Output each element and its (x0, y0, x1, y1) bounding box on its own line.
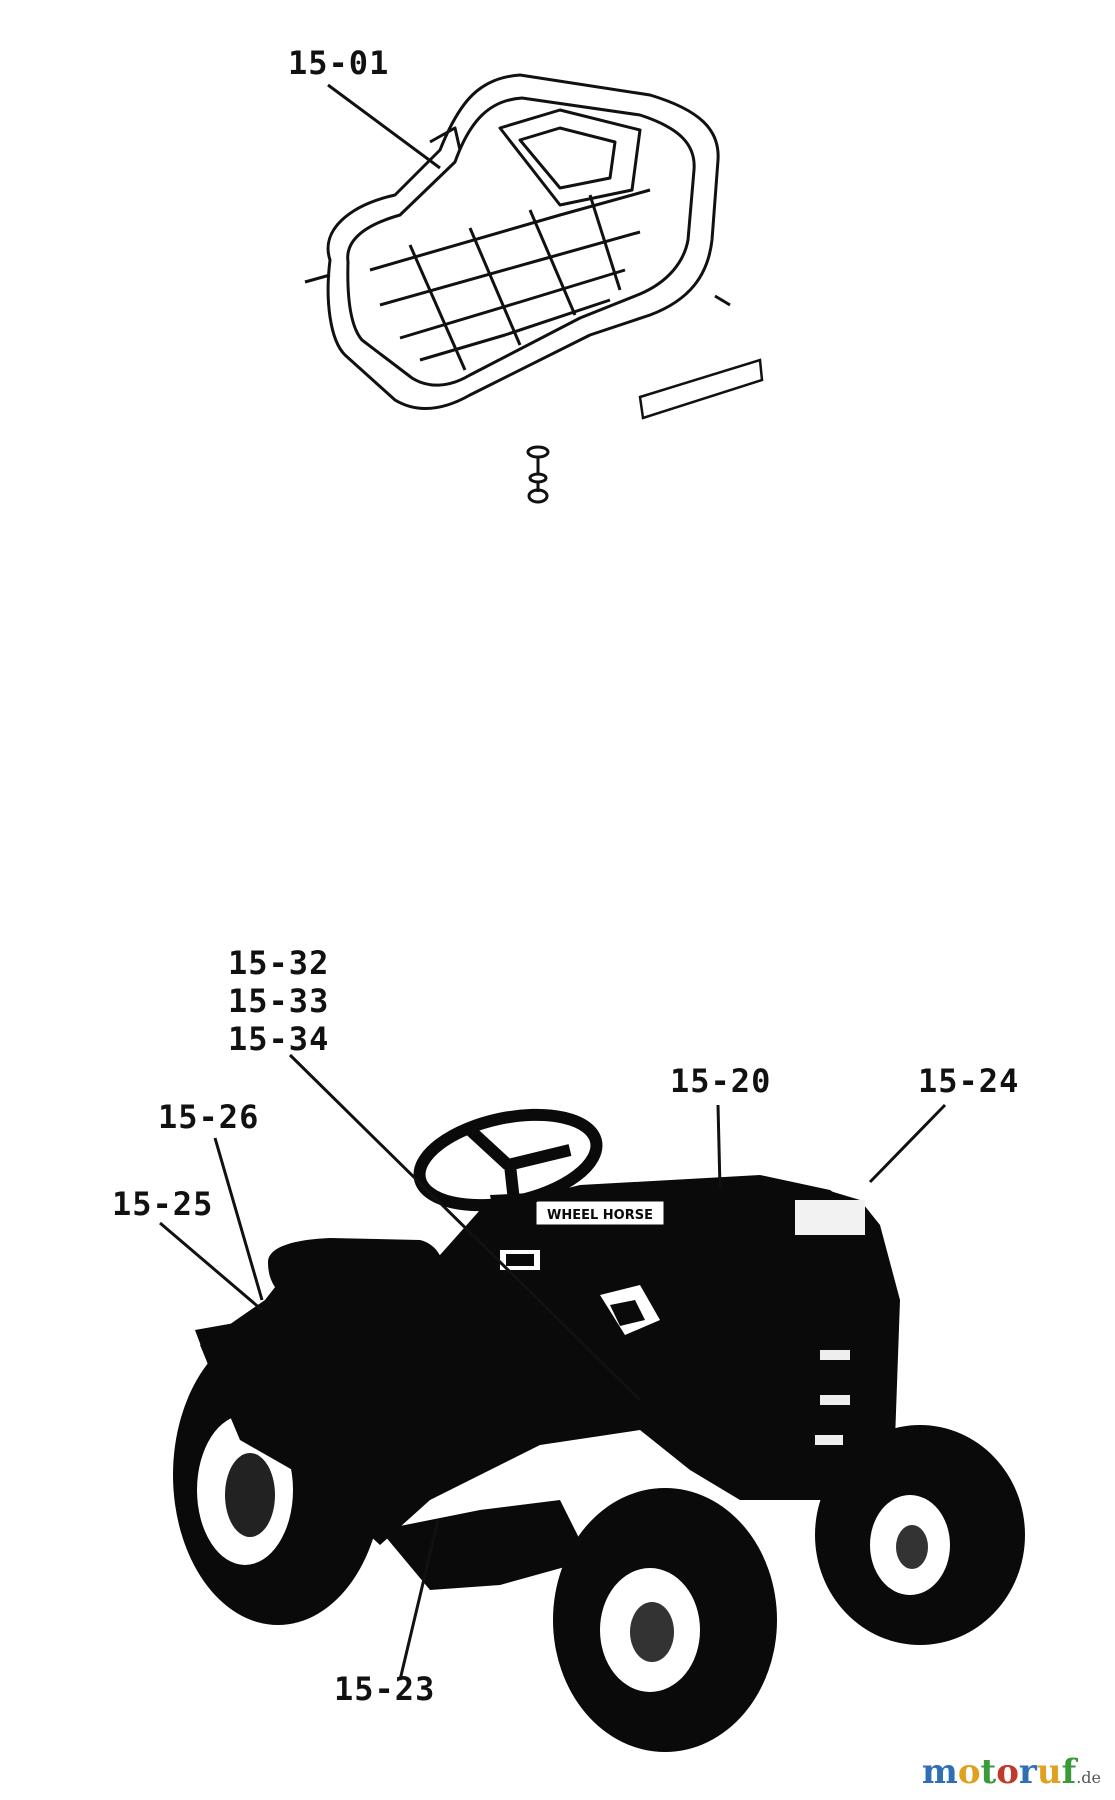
site-watermark: motoruf.de (922, 1752, 1101, 1792)
leader-line-15-01 (327, 83, 441, 170)
callout-seat: 15-01 (288, 44, 390, 82)
steering-wheel (413, 1108, 603, 1212)
tractor-seat (268, 1238, 444, 1300)
hood-badge: WHEEL HORSE (547, 1208, 653, 1223)
callout-15-34: 15-34 (228, 1020, 330, 1058)
tractor-illustration: WHEEL HORSE (173, 1108, 1025, 1752)
watermark-name: motoruf (921, 1752, 1077, 1792)
callout-fender-upper: 15-26 (158, 1098, 260, 1136)
callout-15-32: 15-32 (228, 944, 330, 982)
leader-lines (159, 1053, 947, 1681)
seat-bolt (526, 445, 550, 504)
callout-15-33: 15-33 (228, 982, 330, 1020)
headlight (795, 1200, 865, 1235)
watermark-suffix: .de (1076, 1768, 1101, 1787)
callout-steering-stack: 15-32 15-33 15-34 (228, 944, 329, 1058)
seat-illustration (304, 73, 731, 410)
callout-hood: 15-20 (670, 1062, 772, 1100)
callout-grille: 15-24 (918, 1062, 1020, 1100)
callout-fender-lower: 15-25 (112, 1185, 214, 1223)
callout-frame: 15-23 (334, 1670, 436, 1708)
tractor-hood (490, 1182, 880, 1245)
decal-strip (638, 358, 764, 420)
